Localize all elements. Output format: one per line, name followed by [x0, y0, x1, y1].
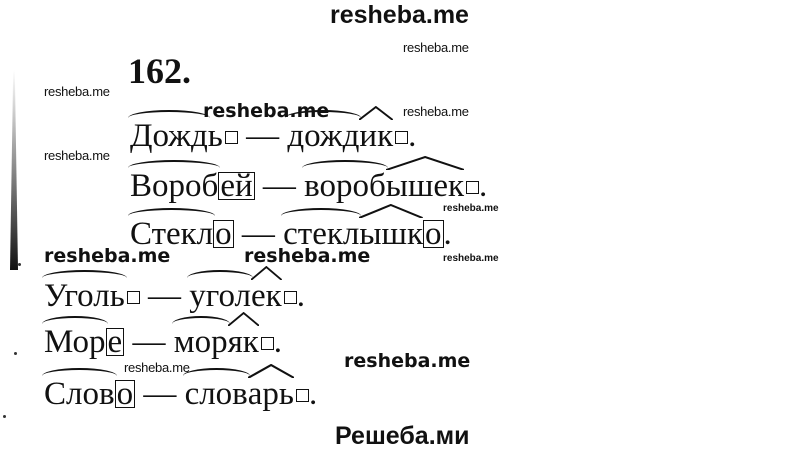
root: угол [187, 270, 254, 313]
suffix: ышек [385, 156, 465, 203]
suffix-hat-mark [247, 364, 294, 378]
watermark: resheba.me [443, 203, 499, 214]
ending-box: ей [218, 168, 255, 204]
ending-box: о [423, 216, 444, 252]
zero-ending-box [395, 131, 409, 144]
root-arc-mark [128, 160, 221, 176]
suffix: ек [251, 266, 282, 313]
dash: — [148, 278, 182, 314]
period: . [443, 216, 452, 252]
watermark: resheba.me [344, 350, 471, 372]
root-arc-mark [42, 270, 127, 286]
root-arc-mark [42, 316, 108, 332]
zero-ending-box [126, 291, 140, 304]
suffix-hat-mark [359, 204, 423, 218]
zero-ending-box [283, 291, 297, 304]
watermark: resheba.me [124, 360, 190, 375]
suffix-hat-mark [251, 266, 282, 280]
zero-ending-box [466, 181, 480, 194]
suffix: арь [247, 364, 294, 411]
root-arc-mark [285, 110, 362, 126]
root: Уголь [42, 270, 127, 313]
watermark: resheba.me [244, 245, 371, 267]
watermark-top: resheba.me [330, 1, 469, 29]
suffix: ышк [359, 204, 423, 251]
zero-ending-box [295, 389, 309, 402]
watermark: resheba.me [443, 253, 499, 264]
root: мор [171, 316, 230, 359]
suffix-hat-mark [359, 106, 394, 120]
root: дожд [285, 110, 362, 153]
root-arc-mark [128, 110, 210, 126]
zero-ending-box [260, 337, 274, 350]
root: Слов [42, 368, 117, 411]
zero-ending-box [224, 131, 238, 144]
root-arc-mark [302, 160, 388, 176]
ending-box: о [213, 216, 234, 252]
root: вороб [302, 160, 388, 203]
period: . [408, 118, 417, 154]
scan-speck [14, 352, 17, 355]
period: . [273, 324, 283, 360]
dash: — [143, 376, 177, 412]
exercise-number: 162. [128, 51, 191, 91]
dash: — [132, 324, 166, 360]
watermark: resheba.me [44, 84, 110, 99]
watermark: resheba.me [403, 40, 469, 55]
period: . [479, 168, 488, 204]
root: Мор [42, 316, 108, 359]
suffix: як [227, 312, 259, 359]
ending-box: о [114, 376, 136, 412]
period: . [308, 376, 318, 412]
watermark: resheba.me [44, 245, 171, 267]
root-arc-mark [281, 208, 362, 224]
ending-box: е [105, 324, 125, 360]
scan-speck [18, 263, 21, 266]
root-arc-mark [171, 316, 230, 332]
root-arc-mark [182, 368, 250, 384]
root-arc-mark [128, 208, 216, 224]
scan-speck [3, 415, 6, 418]
watermark-bottom: Решеба.ми [335, 422, 470, 450]
root-arc-mark [42, 368, 117, 384]
suffix: ик [359, 106, 394, 153]
root: Вороб [128, 160, 221, 203]
dash: — [262, 168, 296, 204]
root-arc-mark [187, 270, 254, 286]
watermark: resheba.me [44, 148, 110, 163]
root: стекл [281, 208, 362, 251]
root: Дожд [128, 110, 210, 153]
scan-edge-bar [10, 70, 18, 270]
dash: — [246, 118, 280, 154]
dash: — [241, 216, 275, 252]
suffix-hat-mark [227, 312, 259, 326]
root: слов [182, 368, 250, 411]
watermark: resheba.me [403, 104, 469, 119]
root: Стекл [128, 208, 216, 251]
suffix-hat-mark [385, 156, 465, 170]
period: . [296, 278, 305, 314]
letter: ь [207, 118, 223, 154]
